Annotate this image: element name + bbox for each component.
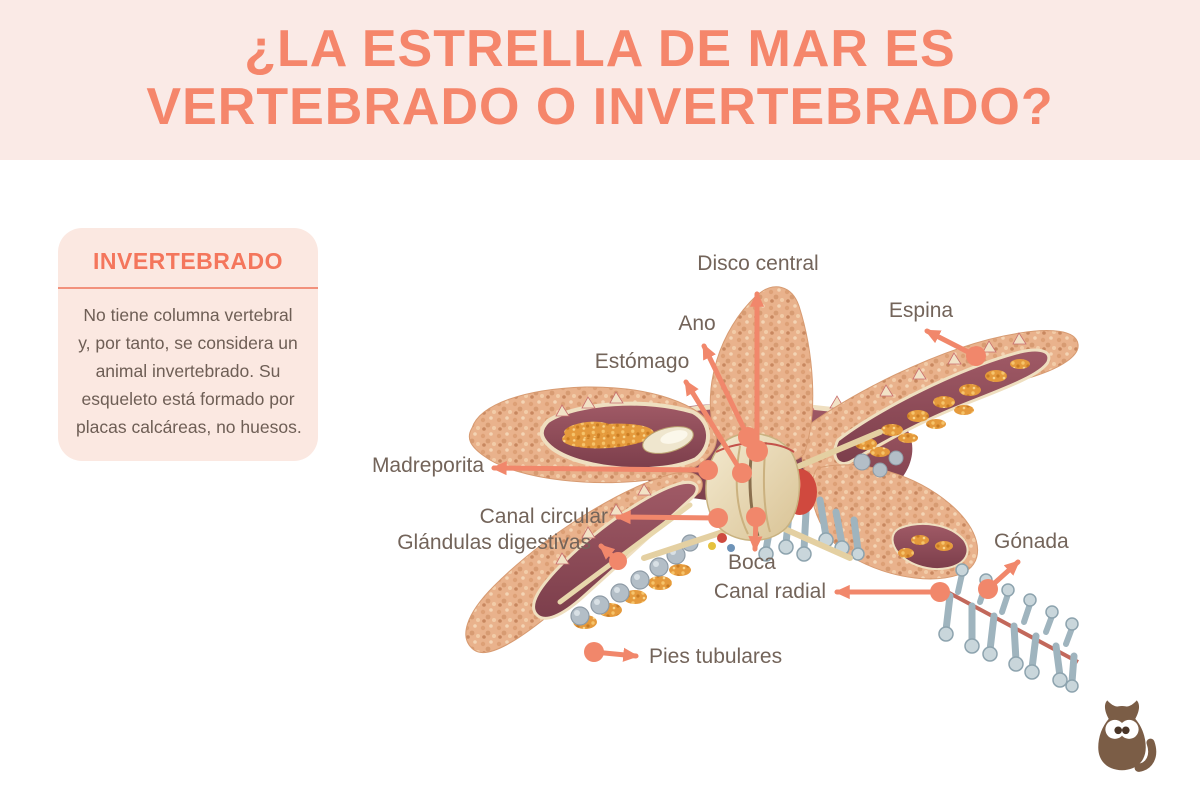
title-line-1: ¿LA ESTRELLA DE MAR ES xyxy=(244,20,956,78)
card-body-line: esqueleto está formado por xyxy=(81,389,295,409)
card-body-line: animal invertebrado. Su xyxy=(95,361,281,381)
label-boca: Boca xyxy=(728,551,776,574)
label-arrows xyxy=(491,291,1021,662)
title-line-2: VERTEBRADO O INVERTEBRADO? xyxy=(146,78,1054,136)
label-pies-tubulares: Pies tubulares xyxy=(649,645,783,668)
arrow-estomago xyxy=(683,379,745,476)
stomach xyxy=(641,429,883,561)
label-espina: Espina xyxy=(888,299,954,322)
arrow-canal-circular xyxy=(615,510,721,525)
label-canal-circular: Canal circular xyxy=(479,505,608,528)
label-disco-central: Disco central xyxy=(697,252,819,275)
starfish-body xyxy=(465,286,1079,693)
card-divider xyxy=(58,287,318,289)
header-banner: ¿LA ESTRELLA DE MAR ES VERTEBRADO O INVE… xyxy=(0,0,1200,160)
card-body-line: placas calcáreas, no huesos. xyxy=(76,417,302,437)
cat-mascot-icon xyxy=(1098,700,1157,772)
arrow-madreporita xyxy=(491,461,711,476)
label-glandulas-digestivas: Glándulas digestivas xyxy=(397,531,591,554)
label-estomago: Estómago xyxy=(594,350,690,373)
label-madreporita: Madreporita xyxy=(371,454,484,477)
page-title: ¿LA ESTRELLA DE MAR ES VERTEBRADO O INVE… xyxy=(0,0,1200,136)
arrow-ano xyxy=(701,343,751,440)
label-canal-radial: Canal radial xyxy=(713,580,826,603)
label-gonada: Gónada xyxy=(994,530,1069,553)
label-ano: Ano xyxy=(678,312,716,335)
card-body-line: y, por tanto, se considera un xyxy=(78,333,298,353)
tube-feet-chain xyxy=(938,563,1079,693)
card-body-line: No tiene columna vertebral xyxy=(83,305,293,325)
card-body: No tiene columna vertebral y, por tanto,… xyxy=(76,301,302,441)
invertebrado-card: INVERTEBRADO No tiene columna vertebral … xyxy=(58,228,318,461)
card-heading: INVERTEBRADO xyxy=(92,248,283,274)
